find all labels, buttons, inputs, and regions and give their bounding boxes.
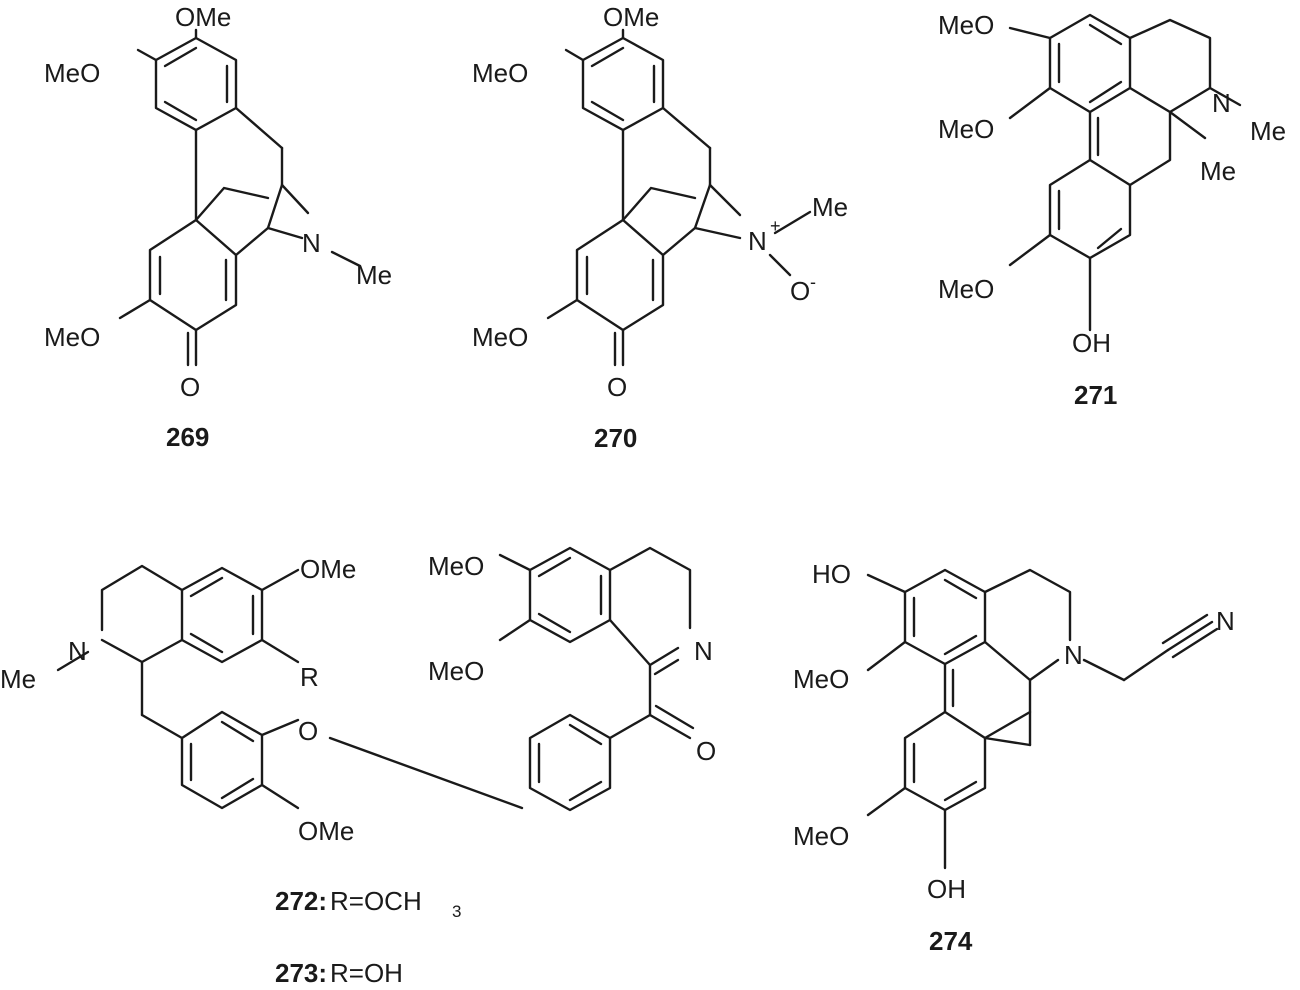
meo-label: MeO (938, 114, 994, 144)
meo-label: MeO (793, 821, 849, 851)
methyl-label: Me (0, 664, 36, 694)
compound-272: OMe Me N R O OMe MeO MeO N O 272: R=OCH … (0, 546, 716, 921)
r-group-label: R (300, 662, 319, 692)
imine-nitrogen-label: N (694, 636, 713, 666)
ether-oxygen-label: O (298, 716, 318, 746)
plus-charge: + (770, 216, 781, 236)
nitrogen-label: N (302, 228, 321, 258)
meo-label: MeO (428, 656, 484, 686)
meo-label: MeO (472, 322, 528, 352)
compound-number: 269 (166, 422, 209, 452)
ome-label: OMe (298, 816, 354, 846)
meo-label: MeO (472, 58, 528, 88)
compound-274: HO MeO N N MeO OH 274 (793, 559, 1235, 956)
oxygen-label: O (607, 372, 627, 402)
compound-271: MeO MeO N Me Me MeO OH 271 (938, 10, 1286, 410)
methyl-label: Me (812, 192, 848, 222)
carbonyl-oxygen-label: O (696, 736, 716, 766)
formula-label: R=OCH (330, 886, 422, 916)
meo-label: MeO (428, 551, 484, 581)
compound-number: 274 (929, 926, 973, 956)
ome-label: OMe (175, 2, 231, 32)
minus-charge: - (810, 272, 816, 292)
compound-number: 273: (275, 958, 327, 988)
methyl-label: Me (356, 260, 392, 290)
compound-number: 272: (275, 886, 327, 916)
methyl-label: Me (1200, 156, 1236, 186)
hydroxyl-label: HO (812, 559, 851, 589)
compound-269: OMe MeO N Me MeO O 269 (44, 2, 392, 452)
ome-label: OMe (603, 2, 659, 32)
formula-label: R=OH (330, 958, 403, 988)
hydroxyl-label: OH (927, 874, 966, 904)
compound-number: 270 (594, 423, 637, 453)
hydroxyl-label: OH (1072, 328, 1111, 358)
nitrogen-label: N (1212, 88, 1231, 118)
nitrogen-label: N (68, 636, 87, 666)
ome-label: OMe (300, 554, 356, 584)
compound-270: OMe MeO N + Me O - MeO O 270 (472, 2, 848, 453)
meo-label: MeO (938, 274, 994, 304)
meo-label: MeO (44, 322, 100, 352)
oxygen-label: O (790, 276, 810, 306)
compound-273: 273: R=OH (275, 958, 403, 988)
meo-label: MeO (44, 58, 100, 88)
meo-label: MeO (938, 10, 994, 40)
formula-subscript: 3 (452, 902, 461, 921)
nitrile-nitrogen-label: N (1216, 606, 1235, 636)
nitrogen-label: N (1064, 640, 1083, 670)
methyl-label: Me (1250, 116, 1286, 146)
oxygen-label: O (180, 372, 200, 402)
compound-number: 271 (1074, 380, 1117, 410)
nitrogen-label: N (748, 226, 767, 256)
meo-label: MeO (793, 664, 849, 694)
